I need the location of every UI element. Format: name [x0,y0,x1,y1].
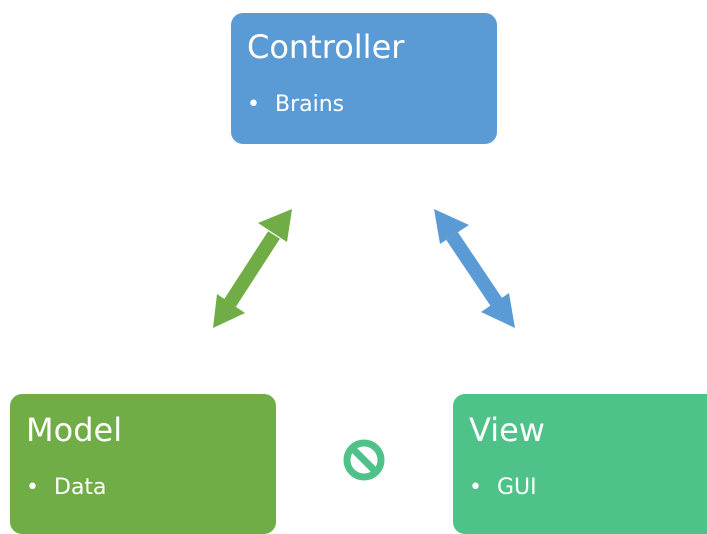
bullet-icon: • [247,92,260,117]
prohibited-icon [343,439,385,481]
bullet-icon: • [469,475,482,500]
view-box: View • GUI [453,394,707,534]
controller-title: Controller [247,28,405,66]
controller-view-double-arrow [434,209,515,328]
controller-item: • Brains [247,91,344,119]
controller-model-double-arrow [213,209,292,328]
model-item-label: Data [54,475,107,500]
model-title: Model [26,411,123,449]
view-item: • GUI [469,474,537,502]
controller-item-label: Brains [275,92,345,117]
view-item-label: GUI [497,475,537,500]
model-item: • Data [26,474,107,502]
controller-box: Controller • Brains [231,13,497,144]
view-title: View [469,411,545,449]
bullet-icon: • [26,475,39,500]
model-box: Model • Data [10,394,276,534]
